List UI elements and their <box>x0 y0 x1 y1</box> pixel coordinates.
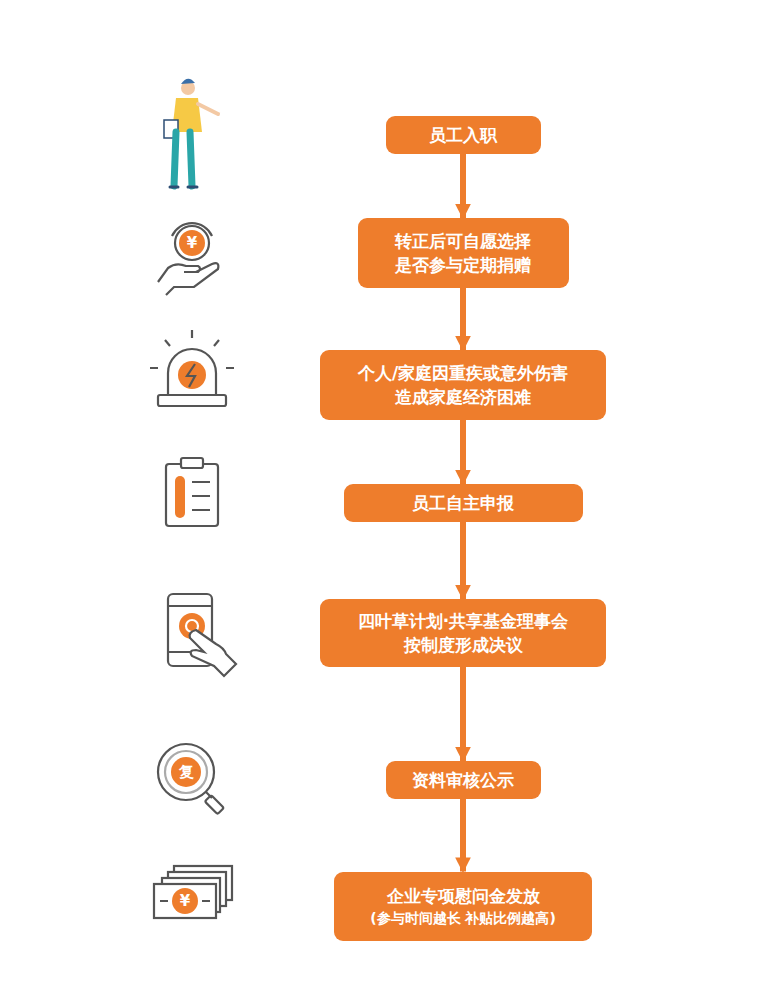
phone-icon <box>168 594 236 676</box>
icon-glyph: ¥ <box>173 889 197 913</box>
box-text: 转正后可自愿选择是否参与定期捐赠 <box>374 229 553 277</box>
box-text: 员工入职 <box>402 123 525 147</box>
person-icon <box>164 79 218 187</box>
flow-arrow <box>460 154 466 218</box>
flow-arrow <box>460 522 466 599</box>
flow-arrow <box>460 420 466 484</box>
process-box: 转正后可自愿选择是否参与定期捐赠 <box>358 218 569 288</box>
donation-icon <box>158 223 218 295</box>
process-box: 员工自主申报 <box>344 484 583 522</box>
process-box: 员工入职 <box>386 116 541 154</box>
box-text: 企业专项慰问金发放 <box>350 884 576 908</box>
flow-arrow <box>460 667 466 761</box>
checklist-icon <box>166 458 218 526</box>
box-text: 个人/家庭因重疾或意外伤害造成家庭经济困难 <box>336 361 590 409</box>
review-icon <box>158 744 224 814</box>
box-text: 四叶草计划·共享基金理事会按制度形成决议 <box>336 609 590 657</box>
icon-glyph: 复 <box>174 760 198 784</box>
money-icon <box>154 866 232 918</box>
flow-arrow <box>460 288 466 350</box>
flow-arrow <box>460 799 466 872</box>
box-text: 员工自主申报 <box>360 491 567 515</box>
process-box: 企业专项慰问金发放(参与时间越长 补贴比例越高) <box>334 872 592 941</box>
box-text: (参与时间越长 补贴比例越高) <box>350 908 576 928</box>
alarm-icon <box>150 330 234 406</box>
process-box: 四叶草计划·共享基金理事会按制度形成决议 <box>320 599 606 667</box>
process-box: 个人/家庭因重疾或意外伤害造成家庭经济困难 <box>320 350 606 420</box>
box-text: 资料审核公示 <box>402 768 525 792</box>
icon-glyph: ¥ <box>180 231 204 255</box>
process-box: 资料审核公示 <box>386 761 541 799</box>
